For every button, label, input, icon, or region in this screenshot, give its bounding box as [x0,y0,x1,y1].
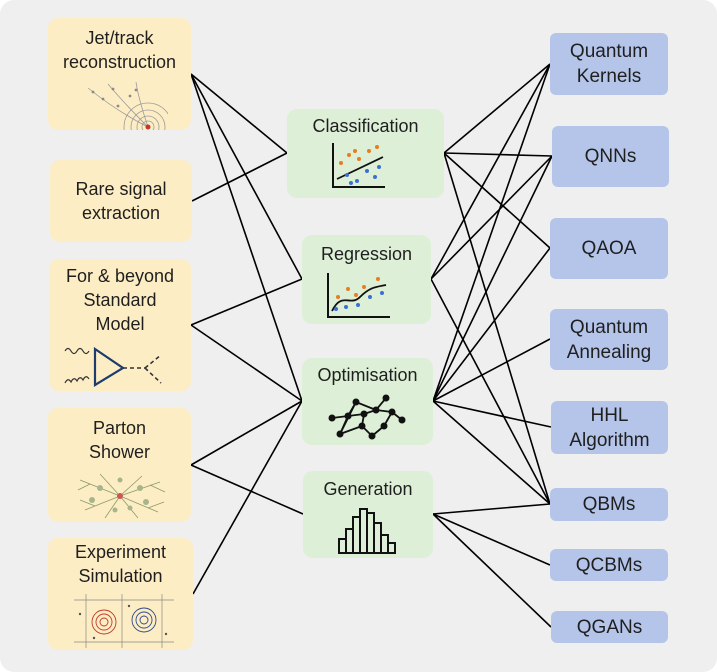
ml-task-classification: Classification [287,109,444,198]
physics-to-ml-connector [192,400,303,595]
physics-task-experiment-simulation: Experiment Simulation [48,538,193,650]
ml-to-quantum-connector [432,338,551,402]
physics-to-ml-connector [190,73,303,280]
quantum-method-label: QAOA [581,238,637,259]
physics-task-label: Rare signal extraction [75,179,167,223]
physics-task-beyond-standard-model: For & beyond Standard Model [49,259,191,391]
physics-to-ml-connector [190,73,288,154]
ml-task-generation: Generation [303,471,433,558]
ml-task-label: Optimisation [317,365,418,385]
quantum-method-qnns: QNNs [552,126,669,187]
quantum-method-hhl: HHL Algorithm [551,401,668,454]
quantum-method-label: HHL Algorithm [569,404,650,451]
quantum-method-qgans: QGANs [551,611,668,643]
ml-to-quantum-connector [443,152,553,157]
quantum-method-label: QNNs [584,146,637,167]
graph-network-icon [328,394,406,440]
quantum-method-annealing: Quantum Annealing [550,309,668,370]
scatter-classification-icon [332,143,385,188]
physics-to-ml-connector [191,152,288,202]
physics-task-label: Parton Shower [88,418,151,462]
ml-to-quantum-connector [430,63,551,280]
physics-task-rare-signal: Rare signal extraction [50,160,192,242]
regression-curve-icon [327,273,390,318]
physics-to-ml-connector [190,464,304,515]
ml-to-quantum-connector [443,152,551,249]
ml-to-quantum-connector [430,278,551,505]
physics-task-label: For & beyond Standard Model [65,266,175,334]
ml-to-quantum-connector [432,503,551,515]
ml-to-quantum-connector [432,63,551,402]
ml-to-quantum-connector [432,155,553,402]
ml-to-quantum-connector [432,513,552,628]
feynman-diagram-icon [64,346,162,387]
physics-to-ml-connector [190,324,303,402]
ml-task-optimisation: Optimisation [302,358,433,445]
physics-task-parton-shower: Parton Shower [48,408,191,522]
ml-task-label: Classification [312,116,419,136]
quantum-method-label: QGANs [576,616,643,638]
ml-task-regression: Regression [302,235,431,324]
quantum-method-label: QBMs [582,494,636,515]
physics-task-label: Jet/track reconstruction [62,28,177,72]
physics-to-ml-connector [190,73,303,402]
physics-task-jet-track: Jet/track reconstruction [48,18,191,130]
ml-to-quantum-connector [432,247,551,402]
ml-to-quantum-connector [432,400,551,505]
physics-task-label: Experiment Simulation [74,542,167,586]
quantum-method-label: QCBMs [575,554,643,576]
ml-task-label: Regression [320,244,413,264]
ml-to-quantum-connector [430,155,553,280]
ml-task-label: Generation [323,479,413,499]
physics-to-ml-connector [190,278,303,326]
quantum-method-qcbms: QCBMs [550,549,668,581]
quantum-method-qbms: QBMs [550,488,668,521]
ml-to-quantum-connector [432,513,551,566]
quantum-method-label: Quantum Kernels [569,41,649,87]
histogram-icon [338,508,396,554]
quantum-method-label: Quantum Annealing [566,316,652,363]
parton-shower-icon [77,473,166,519]
track-reconstruction-icon [87,82,168,130]
quantum-method-kernels: Quantum Kernels [550,33,668,95]
detector-simulation-icon [74,594,174,648]
physics-to-ml-connector [190,400,303,466]
ml-to-quantum-connector [443,152,551,505]
ml-to-quantum-connector [443,63,551,154]
quantum-method-qaoa: QAOA [550,218,668,279]
ml-to-quantum-connector [432,400,552,428]
